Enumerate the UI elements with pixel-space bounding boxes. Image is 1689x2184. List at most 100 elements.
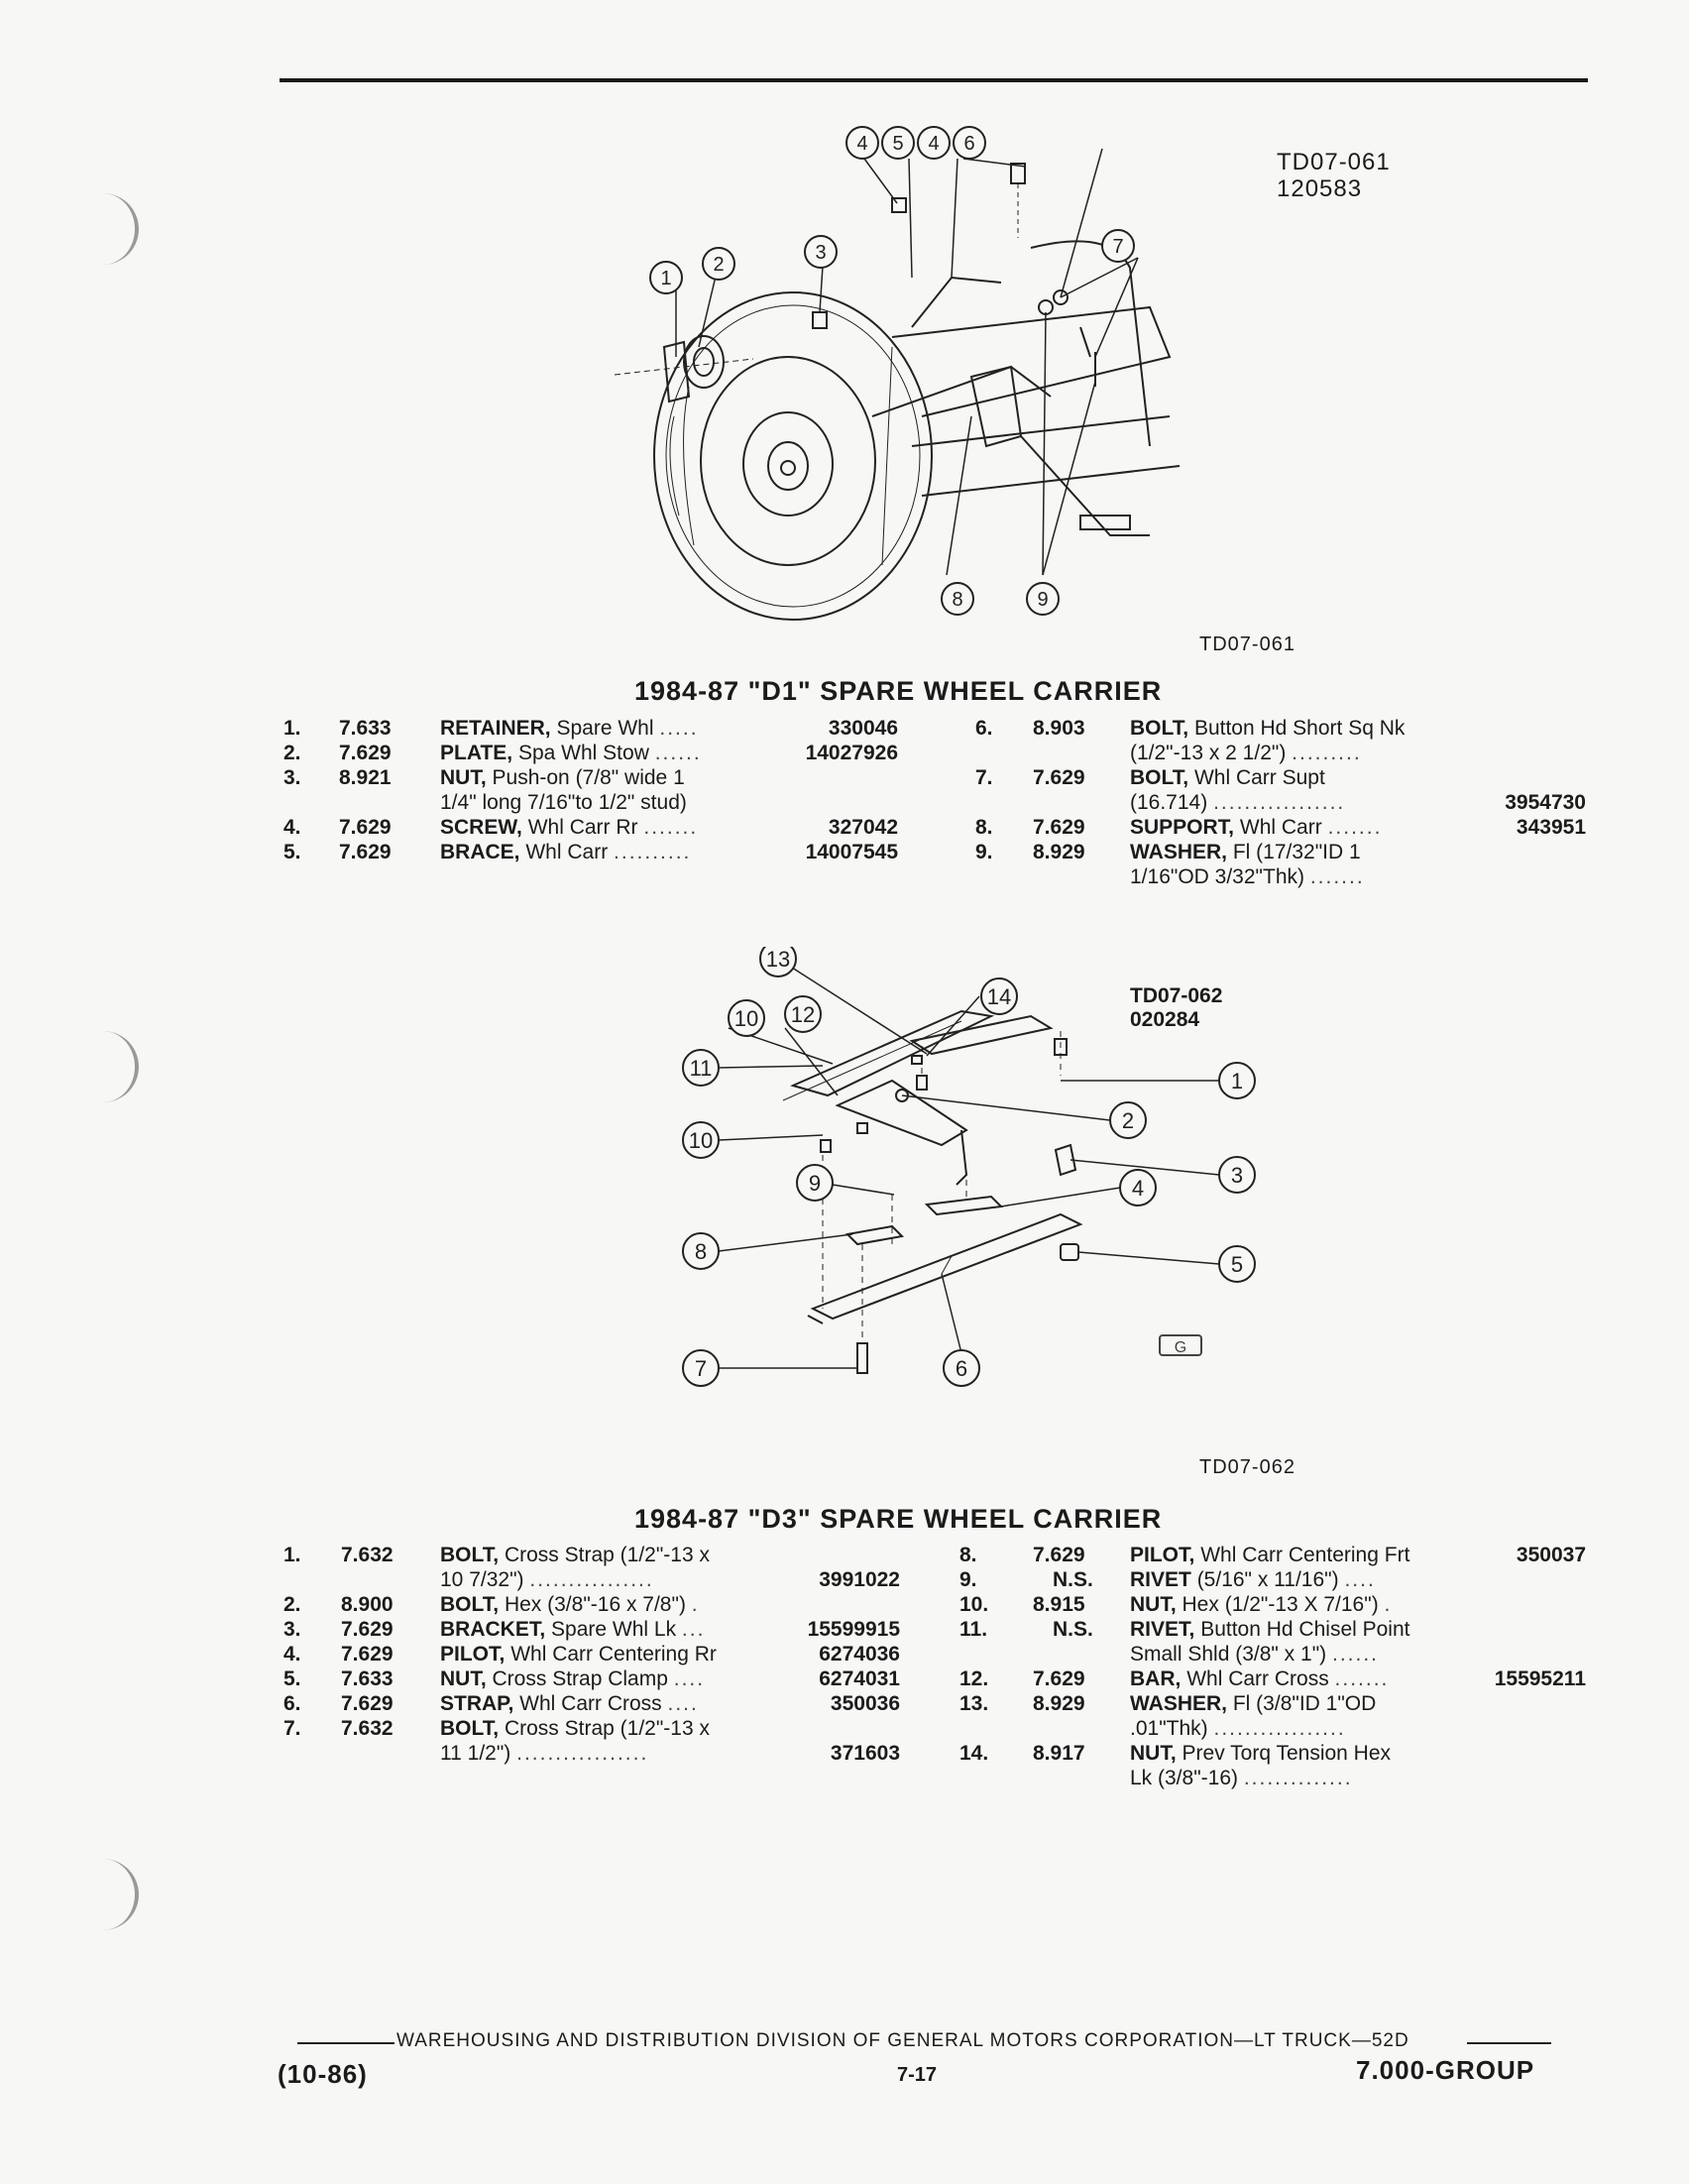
list-item: 6. 7.629 STRAP, Whl Carr Cross .... 3500… [283,1692,900,1715]
footer-rule-left [297,2042,394,2044]
svg-text:10: 10 [734,1006,758,1031]
svg-text:4: 4 [856,133,867,155]
callout-2: 2 [702,247,735,281]
fig1-ref-date: 120583 [1277,175,1363,202]
list-item: 2. 7.629 PLATE, Spa Whl Stow ...... 1402… [283,742,898,764]
section1-title: 1984-87 "D1" SPARE WHEEL CARRIER [634,676,1163,706]
callout-3: 3 [1218,1156,1256,1194]
callout-12: 12 [784,995,822,1033]
callout-8: 8 [941,582,974,616]
section2-title: 1984-87 "D3" SPARE WHEEL CARRIER [634,1504,1163,1534]
svg-text:1: 1 [660,268,671,289]
list-item: 6. 8.903 BOLT, Button Hd Short Sq Nk(1/2… [975,717,1406,764]
svg-text:4: 4 [928,133,939,155]
fig2-ref: TD07-062 020284 [1130,984,1222,1032]
svg-text:7: 7 [695,1356,707,1381]
list-item: 12. 7.629 BAR, Whl Carr Cross ....... 15… [959,1667,1586,1690]
top-rule [280,78,1588,82]
list-item: 5. 7.633 NUT, Cross Strap Clamp .... 627… [283,1667,900,1690]
gm-logo-icon: G [1159,1334,1202,1356]
callout-10b: 10 [682,1121,720,1159]
list-item: 8. 7.629 SUPPORT, Whl Carr ....... 34395… [975,816,1586,839]
list-item: 3. 7.629 BRACKET, Spare Whl Lk ... 15599… [283,1618,900,1641]
callout-7: 7 [1101,229,1135,263]
svg-text:8: 8 [695,1239,707,1264]
footer-group: 7.000-GROUP [1356,2055,1535,2085]
fig1-spare-wheel-diagram: 1 2 3 4 5 4 6 7 8 9 [614,126,1181,621]
list-item: 1. 7.633 RETAINER, Spare Whl ..... 33004… [283,717,898,740]
callout-14: 14 [980,977,1018,1015]
callout-9: 9 [796,1164,834,1202]
footer-rule-right [1467,2042,1551,2044]
callout-4: 4 [1119,1169,1157,1207]
callout-2: 2 [1109,1101,1147,1139]
page-number: 7-17 [897,2064,938,2086]
list-item: 5. 7.629 BRACE, Whl Carr .......... 1400… [283,841,898,863]
svg-text:7: 7 [1112,236,1123,258]
list-item: 2. 8.900 BOLT, Hex (3/8"-16 x 7/8") . [283,1593,700,1616]
svg-text:14: 14 [987,984,1011,1009]
callout-7: 7 [682,1349,720,1387]
svg-text:5: 5 [892,133,903,155]
svg-text:G: G [1175,1339,1186,1356]
callout-5: 5 [1218,1245,1256,1283]
list-item: 7. 7.629 BOLT, Whl Carr Supt(16.714) ...… [975,766,1586,814]
callout-8: 8 [682,1232,720,1270]
callout-10a: 10 [728,999,765,1037]
fig2-caption: TD07-062 [1199,1456,1295,1478]
svg-text:2: 2 [1122,1108,1134,1133]
fig1-ref-code: TD07-061 [1277,149,1391,175]
list-item: 13. 8.929 WASHER, Fl (3/8"ID 1"OD.01"Thk… [959,1692,1377,1740]
svg-text:3: 3 [815,242,826,264]
fig1-caption: TD07-061 [1199,633,1295,655]
section1-left-list: 1. 7.633 RETAINER, Spare Whl ..... 33004… [283,716,898,864]
fig2-ref-code: TD07-062 [1130,984,1223,1007]
footer-date: (10-86) [278,2059,368,2089]
svg-text:2: 2 [713,254,724,276]
callout-1: 1 [649,261,683,294]
fig2-carrier-diagram: 13 14 10 12 11 1 2 10 3 9 4 8 5 7 6 G [682,947,1256,1387]
svg-text:3: 3 [1231,1163,1243,1188]
callout-4b: 4 [917,126,951,160]
section1-right-list: 6. 8.903 BOLT, Button Hd Short Sq Nk(1/2… [975,716,1586,889]
wheel-rim [700,356,876,566]
fig2-ref-date: 020284 [1130,1008,1200,1031]
svg-text:4: 4 [1132,1176,1144,1201]
svg-text:5: 5 [1231,1252,1243,1277]
callout-1: 1 [1218,1062,1256,1099]
section2-right-list: 8. 7.629 PILOT, Whl Carr Centering Frt 3… [959,1543,1586,1790]
svg-text:1: 1 [1231,1069,1243,1093]
list-item: 8. 7.629 PILOT, Whl Carr Centering Frt 3… [959,1544,1586,1566]
callout-3: 3 [804,235,838,269]
svg-text:9: 9 [809,1171,821,1196]
callout-9: 9 [1026,582,1060,616]
list-item: 10. 8.915 NUT, Hex (1/2"-13 X 7/16") . [959,1593,1393,1616]
callout-11: 11 [682,1049,720,1087]
svg-text:11: 11 [690,1056,713,1081]
svg-text:10: 10 [689,1128,713,1153]
list-item: 4. 7.629 SCREW, Whl Carr Rr ....... 3270… [283,816,898,839]
binder-hole-mark [91,1859,139,1930]
svg-text:6: 6 [956,1356,967,1381]
svg-text:13: 13 [766,947,790,972]
list-item: 9. N.S. RIVET (5/16" x 11/16") .... [959,1568,1376,1591]
svg-text:8: 8 [952,589,962,611]
callout-13: 13 [759,947,797,977]
list-item: 4. 7.629 PILOT, Whl Carr Centering Rr 62… [283,1643,900,1666]
callout-5: 5 [881,126,915,160]
binder-hole-mark [91,1031,139,1102]
callout-6: 6 [943,1349,980,1387]
binder-hole-mark [91,193,139,265]
tire-outline [653,291,933,621]
callout-4a: 4 [845,126,879,160]
svg-text:9: 9 [1037,589,1048,611]
callout-6: 6 [953,126,986,160]
footer-division: WAREHOUSING AND DISTRIBUTION DIVISION OF… [396,2030,1409,2051]
